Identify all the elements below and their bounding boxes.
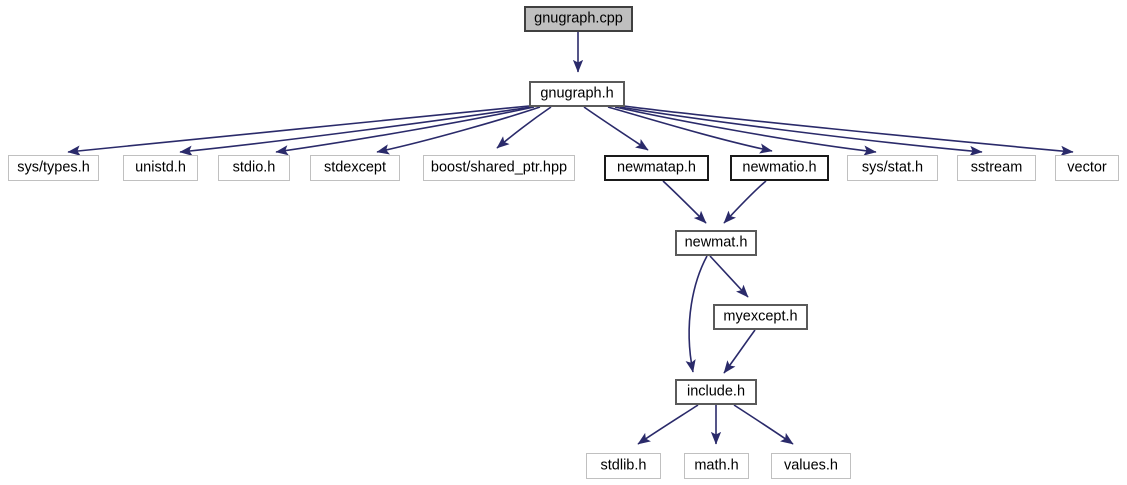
graph-node-boost_shared[interactable]: boost/shared_ptr.hpp (423, 155, 575, 181)
graph-node-sstream[interactable]: sstream (957, 155, 1036, 181)
graph-node-sys_stat_h[interactable]: sys/stat.h (847, 155, 938, 181)
graph-node-label: sys/types.h (17, 159, 90, 176)
graph-edge-gnugraph_h-to-sys_types_h (67, 105, 530, 156)
graph-edge-myexcept_h-to-include_h (723, 329, 756, 374)
graph-edge-gnugraph_h-to-stdexcept (376, 106, 541, 155)
graph-edge-newmat_h-to-myexcept_h (709, 255, 749, 298)
graph-edge-include_h-to-values_h (733, 404, 794, 445)
graph-node-label: gnugraph.h (540, 85, 614, 102)
graph-node-label: vector (1067, 159, 1107, 176)
graph-node-myexcept_h[interactable]: myexcept.h (713, 304, 808, 330)
graph-node-stdexcept[interactable]: stdexcept (310, 155, 400, 181)
graph-node-stdlib_h[interactable]: stdlib.h (586, 453, 661, 479)
graph-node-label: sys/stat.h (861, 159, 924, 176)
graph-node-label: newmatap.h (617, 159, 696, 176)
graph-node-newmat_h[interactable]: newmat.h (675, 230, 757, 256)
graph-node-label: boost/shared_ptr.hpp (430, 159, 568, 176)
graph-edge-gnugraph_h-to-newmatap_h (583, 106, 649, 151)
graph-node-math_h[interactable]: math.h (684, 453, 749, 479)
graph-edge-gnugraph_h-to-sstream (619, 106, 983, 157)
graph-edge-gnugraph_h-to-stdio_h (275, 106, 535, 156)
graph-node-sys_types_h[interactable]: sys/types.h (8, 155, 99, 181)
graph-edge-newmat_h-to-include_h (685, 255, 708, 373)
graph-edge-gnugraph_h-to-newmatio_h (607, 106, 773, 154)
graph-node-label: values.h (783, 457, 838, 474)
graph-node-vector[interactable]: vector (1055, 155, 1119, 181)
graph-node-label: stdexcept (323, 159, 387, 176)
graph-edge-include_h-to-stdlib_h (637, 404, 699, 445)
graph-node-label: newmatio.h (742, 159, 817, 176)
graph-node-label: myexcept.h (723, 308, 798, 325)
graph-node-label: gnugraph.cpp (534, 10, 623, 27)
graph-node-stdio_h[interactable]: stdio.h (218, 155, 290, 181)
graph-node-gnugraph_cpp[interactable]: gnugraph.cpp (524, 6, 633, 32)
graph-node-label: include.h (686, 383, 746, 400)
graph-node-label: unistd.h (135, 159, 186, 176)
graph-node-label: stdio.h (232, 159, 276, 176)
graph-edge-newmatio_h-to-newmat_h (723, 180, 767, 224)
graph-node-values_h[interactable]: values.h (771, 453, 851, 479)
graph-edge-gnugraph_h-to-unistd_h (179, 106, 532, 156)
graph-node-label: math.h (694, 457, 739, 474)
graph-node-label: sstream (970, 159, 1023, 176)
graph-node-gnugraph_h[interactable]: gnugraph.h (529, 81, 625, 107)
graph-edge-gnugraph_h-to-sys_stat_h (614, 106, 877, 156)
graph-node-newmatap_h[interactable]: newmatap.h (604, 155, 709, 181)
graph-node-unistd_h[interactable]: unistd.h (123, 155, 198, 181)
graph-edge-newmatap_h-to-newmat_h (662, 180, 707, 224)
graph-node-newmatio_h[interactable]: newmatio.h (730, 155, 829, 181)
graph-edge-gnugraph_h-to-boost_shared (496, 106, 552, 149)
graph-node-label: stdlib.h (600, 457, 647, 474)
graph-edge-gnugraph_h-to-vector (623, 105, 1074, 157)
graph-node-label: newmat.h (684, 234, 748, 251)
graph-node-include_h[interactable]: include.h (675, 379, 757, 405)
